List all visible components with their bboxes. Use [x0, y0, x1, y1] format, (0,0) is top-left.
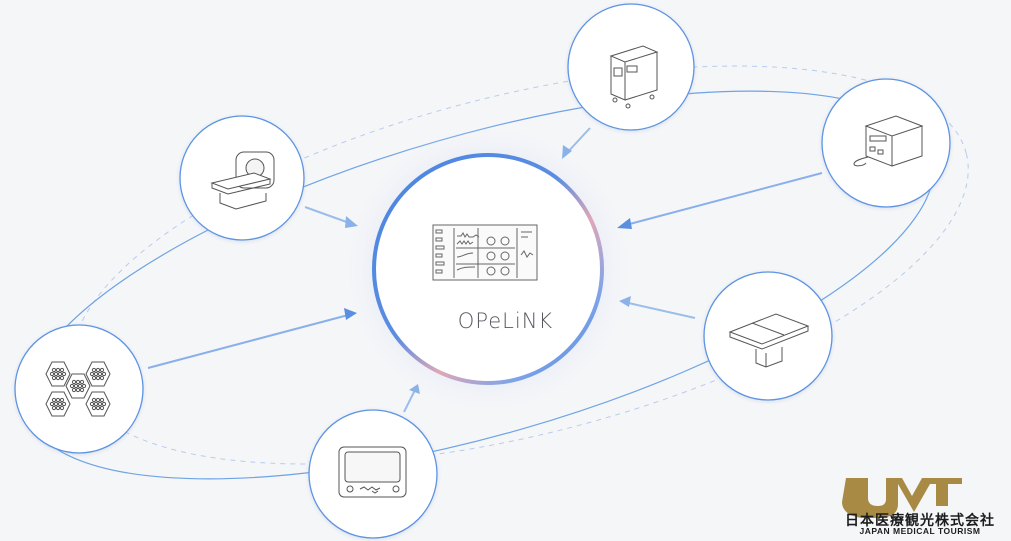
arrowhead-table: [619, 296, 631, 307]
arrowhead-lights: [344, 308, 357, 320]
ultrasound-cart-icon: [609, 45, 659, 109]
arrow-from-table: [623, 301, 696, 319]
arrow-from-lights: [147, 313, 353, 369]
hub-node: [372, 153, 604, 385]
node-ultrasound-cart: [567, 3, 695, 131]
connection-arrows: [147, 127, 823, 413]
arrowhead-monitor: [409, 384, 420, 394]
control-box-icon: [853, 115, 924, 167]
logo-japanese-name: 日本医療観光株式会社: [845, 513, 995, 529]
mri-scanner-icon: [210, 151, 275, 210]
logo-english-name: JAPAN MEDICAL TOURISM: [859, 526, 981, 536]
operating-table-icon: [728, 313, 810, 368]
arrowhead-ultrasound: [562, 145, 572, 159]
surgical-dashboard-icon: [432, 224, 538, 281]
patient-monitor-icon: [338, 446, 407, 498]
arrowhead-control: [617, 218, 632, 229]
arrowhead-mri: [345, 216, 358, 228]
arrow-from-monitor: [403, 387, 417, 413]
surgical-light-icon: [45, 361, 111, 417]
node-control-box: [821, 78, 951, 208]
light-bulbs: [49, 367, 107, 411]
hub-label: OPeLiNK: [457, 309, 554, 333]
jmt-logo-mark: [842, 478, 962, 518]
arrow-from-control: [621, 172, 823, 227]
